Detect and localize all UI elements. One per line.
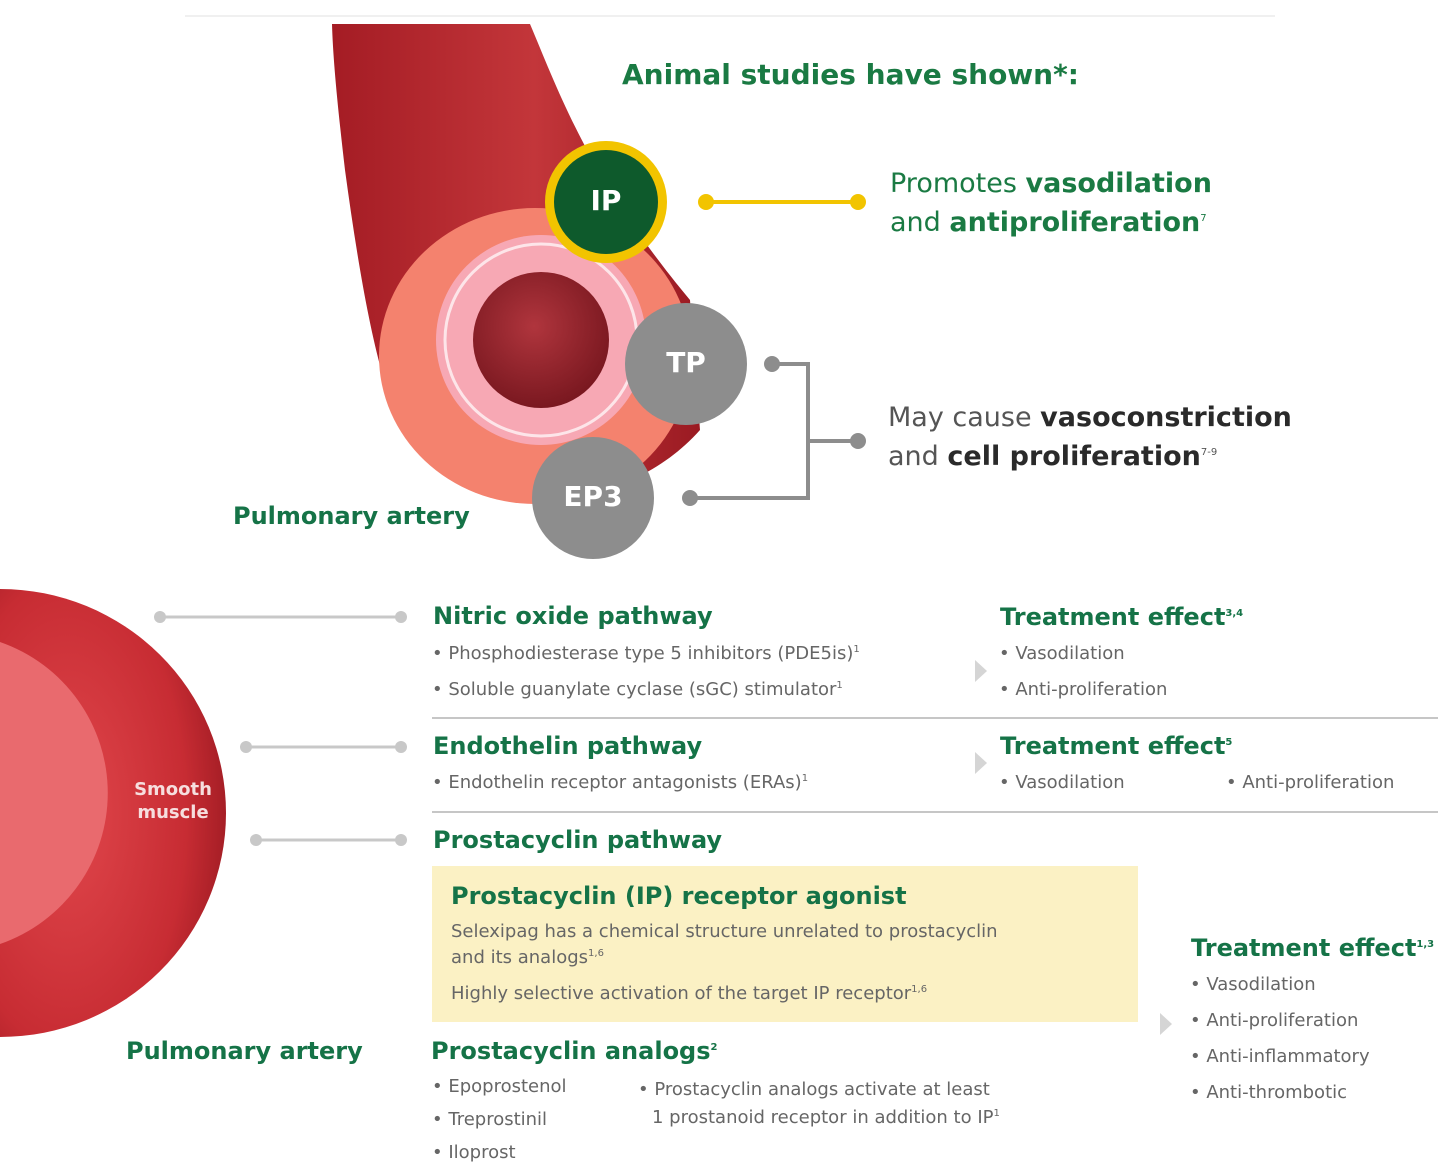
endothelin-item-1: • Endothelin receptor antagonists (ERAs)… <box>432 772 809 793</box>
prostacyclin-title: Prostacyclin pathway <box>433 826 723 854</box>
tp-receptor-circle <box>625 303 747 425</box>
ip-receptor-inner <box>554 150 658 254</box>
endothelin-effect-2: • Anti-proliferation <box>1226 772 1395 793</box>
nitric-effect-2: • Anti-proliferation <box>999 679 1168 700</box>
prostacyclin-effect-2: • Anti-proliferation <box>1190 1010 1359 1031</box>
nitric-oxide-title: Nitric oxide pathway <box>433 602 713 630</box>
endothelin-title: Endothelin pathway <box>433 732 703 760</box>
ip-effect-text: Promotes vasodilation and antiproliferat… <box>890 168 1212 238</box>
smooth-muscle-inner <box>0 642 108 944</box>
tp-ep3-bracket <box>690 362 810 500</box>
nitric-effect-1: • Vasodilation <box>999 643 1125 664</box>
analog-item-1: • Epoprostenol <box>432 1076 567 1097</box>
prostacyclin-effect-title: Treatment effect1,3 <box>1191 934 1435 962</box>
endothelin-effect-title: Treatment effect5 <box>1000 732 1233 760</box>
analog-item-3: • Iloprost <box>432 1142 516 1163</box>
tp-receptor-label: TP <box>666 346 706 379</box>
bottom-artery-label: Pulmonary artery <box>126 1037 363 1065</box>
tp-ep3-effect-text: May cause vasoconstriction and cell prol… <box>888 402 1292 472</box>
ip-agonist-text-2: Highly selective activation of the targe… <box>451 983 928 1004</box>
top-artery-label: Pulmonary artery <box>233 502 470 530</box>
ip-agonist-text-1: Selexipag has a chemical structure unrel… <box>451 921 998 968</box>
ip-receptor-label: IP <box>590 184 622 217</box>
artery-lumen <box>473 272 609 408</box>
prostacyclin-effect-3: • Anti-inflammatory <box>1190 1046 1370 1067</box>
nitric-item-2: • Soluble guanylate cyclase (sGC) stimul… <box>432 679 843 700</box>
prostacyclin-effect-4: • Anti-thrombotic <box>1190 1082 1348 1103</box>
smooth-muscle-label: Smooth muscle <box>134 779 212 823</box>
prostacyclin-effect-1: • Vasodilation <box>1190 974 1316 995</box>
ip-agonist-box: Prostacyclin (IP) receptor agonist Selex… <box>432 866 1138 1022</box>
endothelin-arrow-icon <box>975 752 987 774</box>
nitric-item-1: • Phosphodiesterase type 5 inhibitors (P… <box>432 643 860 664</box>
analog-item-2: • Treprostinil <box>432 1109 548 1130</box>
analogs-note: • Prostacyclin analogs activate at least… <box>638 1079 1000 1128</box>
endothelin-effect-1: • Vasodilation <box>999 772 1125 793</box>
animal-studies-heading: Animal studies have shown*: <box>622 58 1079 91</box>
nitric-effect-title: Treatment effect3,4 <box>1000 603 1244 631</box>
prostacyclin-analogs-title: Prostacyclin analogs2 <box>431 1037 718 1065</box>
ep3-receptor-circle <box>532 437 654 559</box>
prostacyclin-arrow-icon <box>1160 1013 1172 1035</box>
ip-agonist-title: Prostacyclin (IP) receptor agonist <box>451 882 907 910</box>
ep3-receptor-label: EP3 <box>563 480 623 513</box>
nitric-arrow-icon <box>975 660 987 682</box>
